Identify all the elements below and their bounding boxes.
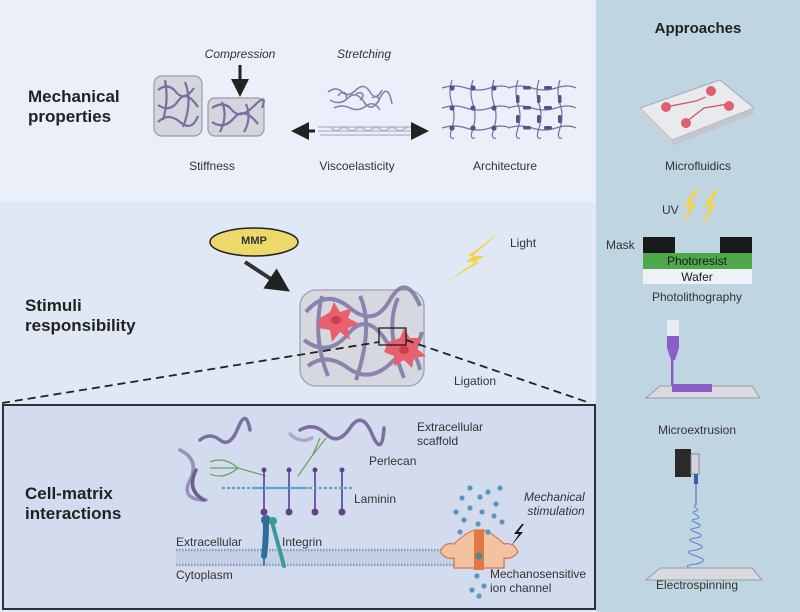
photolithography-stack-icon bbox=[643, 237, 752, 284]
mechanical-stimulation-label: Mechanical stimulation bbox=[524, 490, 585, 518]
ions-icon bbox=[453, 485, 505, 599]
microextrusion-printer-icon bbox=[644, 320, 761, 399]
crosslinked-mesh-icon bbox=[441, 79, 511, 139]
extracellular-label: Extracellular bbox=[176, 535, 243, 549]
laminin-icon bbox=[222, 467, 352, 516]
title-line: responsibility bbox=[25, 316, 136, 335]
integrin-icon bbox=[261, 515, 286, 568]
zoom-dashed-line-right bbox=[405, 339, 591, 404]
cytoplasm-label: Cytoplasm bbox=[176, 568, 233, 582]
cell-matrix-interactions-title: Cell-matrix interactions bbox=[25, 484, 121, 524]
mechanosensitive-ion-channel-icon bbox=[439, 529, 519, 570]
stimuli-responsibility-title: Stimuli responsibility bbox=[25, 296, 136, 336]
photoresist-label: Photoresist bbox=[666, 254, 728, 268]
zoom-dashed-line-left bbox=[1, 341, 380, 404]
label-line: stimulation bbox=[527, 504, 585, 518]
mechanosensitive-ion-channel-label: Mechanosensitive ion channel bbox=[490, 567, 586, 595]
title-line: properties bbox=[28, 107, 112, 126]
mask-label: Mask bbox=[606, 238, 635, 252]
electrospinning-label: Electrospinning bbox=[655, 578, 739, 592]
light-label: Light bbox=[510, 236, 537, 250]
title-line: Stimuli bbox=[25, 296, 82, 315]
cell-laden-hydrogel-icon bbox=[299, 285, 426, 387]
compression-label: Compression bbox=[204, 47, 276, 61]
label-line: ion channel bbox=[490, 581, 552, 595]
mechanical-properties-title: Mechanical properties bbox=[28, 87, 120, 127]
label-line: scaffold bbox=[417, 434, 459, 448]
perlecan-label: Perlecan bbox=[369, 454, 417, 468]
extracellular-scaffold-fibers-icon bbox=[178, 416, 386, 502]
photolithography-label: Photolithography bbox=[651, 290, 743, 304]
uv-lightning-icon bbox=[682, 190, 718, 226]
degradable-mesh-icon bbox=[507, 79, 577, 139]
viscoelasticity-label: Viscoelasticity bbox=[319, 159, 395, 173]
perlecan-icon bbox=[209, 437, 327, 477]
mmp-label: MMP bbox=[241, 235, 267, 247]
stiffness-label: Stiffness bbox=[189, 159, 235, 173]
microfluidics-label: Microfluidics bbox=[664, 159, 732, 173]
title-line: Mechanical bbox=[28, 87, 120, 106]
relaxed-polymer-network-icon bbox=[327, 85, 393, 111]
label-line: Extracellular bbox=[417, 420, 484, 434]
label-line: Mechanosensitive bbox=[490, 567, 587, 581]
microfluidic-chip-icon bbox=[639, 79, 755, 146]
label-line: Mechanical bbox=[524, 490, 585, 504]
architecture-label: Architecture bbox=[472, 159, 538, 173]
ligation-label: Ligation bbox=[454, 374, 497, 388]
uv-label: UV bbox=[662, 203, 679, 217]
title-line: Cell-matrix bbox=[25, 484, 113, 503]
integrin-label: Integrin bbox=[282, 535, 323, 549]
electrospinning-setup-icon bbox=[644, 449, 764, 581]
title-line: interactions bbox=[25, 504, 122, 523]
mechanical-stimulation-bolt-icon bbox=[511, 524, 524, 546]
laminin-label: Laminin bbox=[354, 492, 397, 506]
stretching-label: Stretching bbox=[336, 47, 392, 61]
light-lightning-icon bbox=[446, 232, 500, 282]
cell-membrane-icon bbox=[176, 548, 506, 567]
wafer-label: Wafer bbox=[681, 270, 713, 284]
microextrusion-label: Microextrusion bbox=[657, 423, 737, 437]
extracellular-scaffold-label: Extracellular scaffold bbox=[417, 420, 483, 448]
tall-hydrogel-cylinder-icon bbox=[153, 75, 203, 137]
mmp-arrow-icon bbox=[243, 260, 291, 292]
mechanical-properties-panel bbox=[0, 0, 596, 202]
compressed-hydrogel-cylinder-icon bbox=[207, 97, 265, 137]
stretched-polymer-network-icon bbox=[318, 126, 414, 136]
mmp-enzyme-icon bbox=[209, 227, 299, 257]
approaches-title: Approaches bbox=[654, 20, 742, 37]
